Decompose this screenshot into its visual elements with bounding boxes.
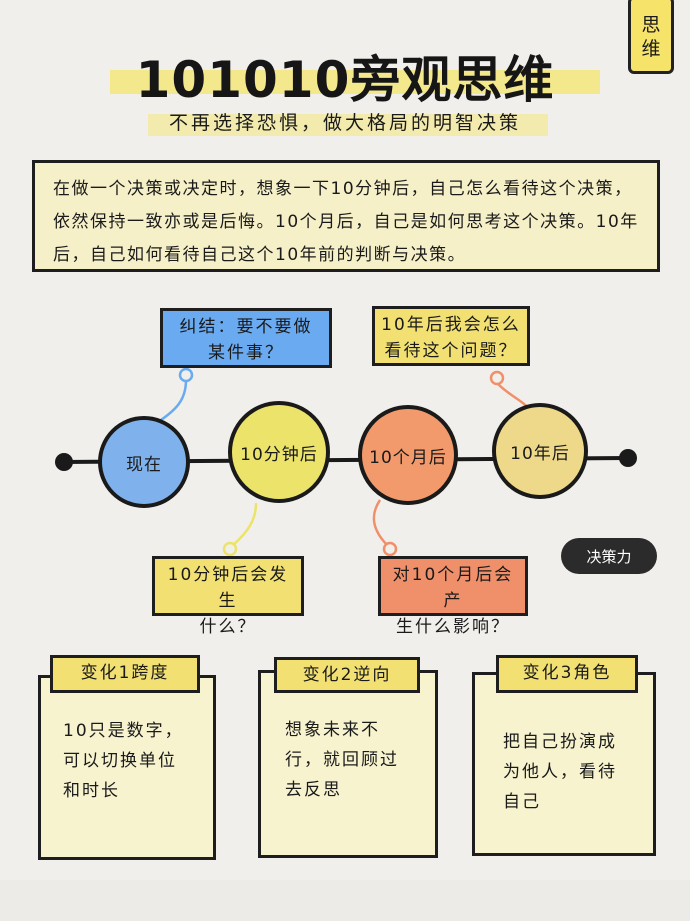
timeline-start-dot — [55, 453, 73, 471]
page-title: 101010旁观思维 — [135, 51, 555, 109]
connector-3 — [231, 502, 258, 547]
connector-1-dot — [178, 367, 194, 383]
card-line: 可以切换单位 — [63, 751, 177, 771]
connector-4-dot — [382, 541, 398, 557]
title-block: 101010旁观思维 — [0, 40, 690, 112]
callout-10-years: 10年后我会怎么 看待这个问题？ — [372, 306, 530, 366]
card-span-title: 变化1跨度 — [50, 655, 200, 693]
card-reverse-title: 变化2逆向 — [274, 657, 420, 693]
callout-line: 对10个月后会产 — [392, 565, 514, 611]
corner-tag-char: 思 — [641, 14, 661, 36]
timeline-end-dot — [619, 449, 637, 467]
callout-10-minutes: 10分钟后会发生 什么？ — [152, 556, 304, 637]
connector-3-dot — [222, 541, 238, 557]
callout-line: 10分钟后会发生 — [167, 565, 289, 611]
card-line: 去反思 — [285, 780, 342, 800]
corner-tag-char: 维 — [641, 38, 661, 60]
callout-line: 纠结：要不要做 — [179, 317, 313, 337]
connector-1 — [157, 379, 188, 424]
card-line: 自己 — [503, 792, 541, 812]
callout-now: 纠结：要不要做 某件事？ — [160, 308, 332, 368]
card-line: 行，就回顾过 — [285, 750, 399, 770]
subtitle-highlight — [148, 114, 548, 136]
callout-line: 10年后我会怎么 — [381, 315, 521, 335]
timeline-node-now: 现在 — [98, 416, 190, 508]
corner-tag: 思 维 — [628, 0, 674, 74]
card-line: 想象未来不 — [285, 720, 380, 740]
intro-box: 在做一个决策或决定时，想象一下10分钟后，自己怎么看待这个决策，依然保持一致亦或… — [32, 160, 660, 272]
timeline-node-10-minutes: 10分钟后 — [228, 401, 330, 503]
card-line: 和时长 — [63, 781, 120, 801]
card-role: 把自己扮演成 为他人，看待 自己 — [472, 672, 656, 856]
timeline-node-10-months: 10个月后 — [358, 405, 458, 505]
callout-10-months: 对10个月后会产 生什么影响？ — [378, 556, 528, 637]
timeline-node-10-years: 10年后 — [492, 403, 588, 499]
decision-badge: 决策力 — [561, 538, 657, 574]
card-line: 把自己扮演成 — [503, 732, 617, 752]
callout-line: 看待这个问题？ — [384, 341, 518, 361]
title-highlight — [110, 70, 600, 94]
card-reverse: 想象未来不 行，就回顾过 去反思 — [258, 670, 438, 858]
callout-line: 某件事？ — [208, 343, 284, 363]
connector-2-dot — [489, 370, 505, 386]
page-subtitle: 不再选择恐惧，做大格局的明智决策 — [168, 112, 521, 134]
bottom-strip — [0, 880, 690, 921]
card-line: 为他人，看待 — [503, 762, 617, 782]
card-span: 10只是数字， 可以切换单位 和时长 — [38, 675, 216, 860]
callout-line: 什么？ — [199, 617, 257, 637]
card-role-title: 变化3角色 — [496, 655, 638, 693]
callout-line: 生什么影响？ — [396, 617, 510, 637]
card-line: 10只是数字， — [63, 721, 184, 741]
connector-4 — [372, 499, 389, 547]
